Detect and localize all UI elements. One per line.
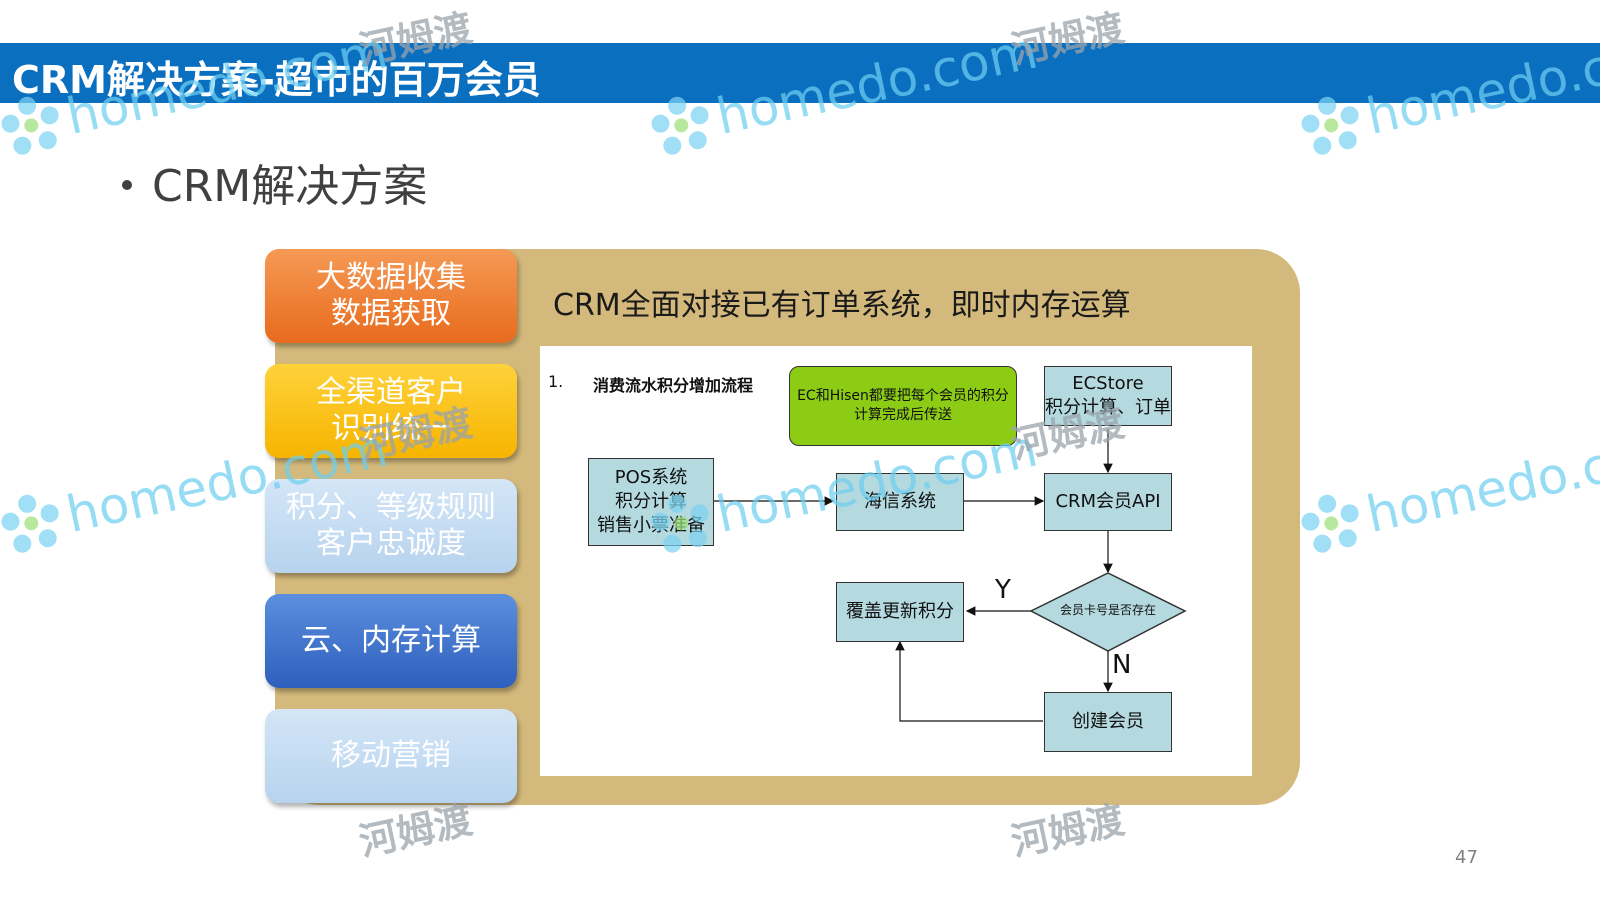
bullet-text: CRM解决方案 — [152, 161, 428, 212]
sidebar-item-loyalty-rules[interactable]: 积分、等级规则客户忠诚度 — [265, 479, 517, 573]
ecstore-sublabel: 积分计算、订单 — [1045, 397, 1171, 418]
yes-label: Y — [995, 575, 1011, 605]
sidebar-item-mobile-marketing[interactable]: 移动营销 — [265, 709, 517, 803]
sidebar-item-label: 积分、等级规则 — [286, 490, 496, 525]
overwrite-label: 覆盖更新积分 — [846, 601, 954, 622]
sidebar-item-label: 移动营销 — [331, 738, 451, 773]
no-label: N — [1112, 650, 1132, 680]
step-number: 1. — [548, 372, 564, 391]
note-box: EC和Hisen都要把每个会员的积分计算完成后传送 — [789, 366, 1017, 446]
pos-box: POS系统积分计算销售小票准备 — [588, 458, 714, 546]
ecstore-label: ECStore — [1072, 373, 1144, 394]
pos-sublabel: 积分计算 — [615, 491, 687, 512]
step-title: 消费流水积分增加流程 — [593, 376, 754, 395]
flower-icon — [1301, 494, 1359, 553]
pos-sublabel: 销售小票准备 — [597, 515, 705, 536]
sidebar-item-label: 大数据收集 — [316, 260, 466, 295]
sidebar-item-label: 全渠道客户 — [316, 375, 466, 410]
hisen-label: 海信系统 — [864, 491, 936, 512]
arrow-create-to-overwrite — [895, 640, 1043, 722]
ecstore-box: ECStore 积分计算、订单 — [1044, 366, 1172, 426]
create-member-label: 创建会员 — [1072, 711, 1144, 732]
watermark-logo: homedo.com — [1293, 417, 1600, 562]
sidebar-item-sublabel: 数据获取 — [331, 296, 451, 331]
flower-icon — [1, 494, 59, 553]
sidebar-item-sublabel: 识别统一 — [331, 411, 451, 446]
note-line: EC和Hisen都要把每个会员的积分 — [797, 388, 1009, 404]
flowchart-connectors — [714, 429, 1187, 722]
sidebar-item-big-data[interactable]: 大数据收集数据获取 — [265, 249, 517, 343]
page-number: 47 — [1455, 847, 1478, 868]
decision-label: 会员卡号是否存在 — [1059, 603, 1156, 617]
panel-heading: CRM全面对接已有订单系统，即时内存运算 — [553, 288, 1131, 323]
note-line: 计算完成后传送 — [853, 407, 952, 423]
pos-label: POS系统 — [614, 467, 688, 488]
sidebar-item-omnichannel[interactable]: 全渠道客户识别统一 — [265, 364, 517, 458]
bullet-dot — [122, 180, 132, 190]
overwrite-points-box: 覆盖更新积分 — [836, 582, 964, 642]
slide-title: CRM解决方案-超市的百万会员 — [12, 58, 541, 102]
crm-api-label: CRM会员API — [1055, 491, 1161, 512]
title-bar: CRM解决方案-超市的百万会员 — [0, 43, 1600, 103]
sidebar-item-cloud-memory[interactable]: 云、内存计算 — [265, 594, 517, 688]
sidebar-item-label: 云、内存计算 — [301, 623, 481, 658]
bullet-item: CRM解决方案 — [122, 150, 427, 214]
create-member-box: 创建会员 — [1044, 692, 1172, 752]
crm-api-box: CRM会员API — [1044, 473, 1172, 531]
sidebar-item-sublabel: 客户忠诚度 — [316, 526, 466, 561]
watermark-text: homedo.com — [1361, 419, 1600, 545]
hisen-box: 海信系统 — [836, 473, 964, 531]
